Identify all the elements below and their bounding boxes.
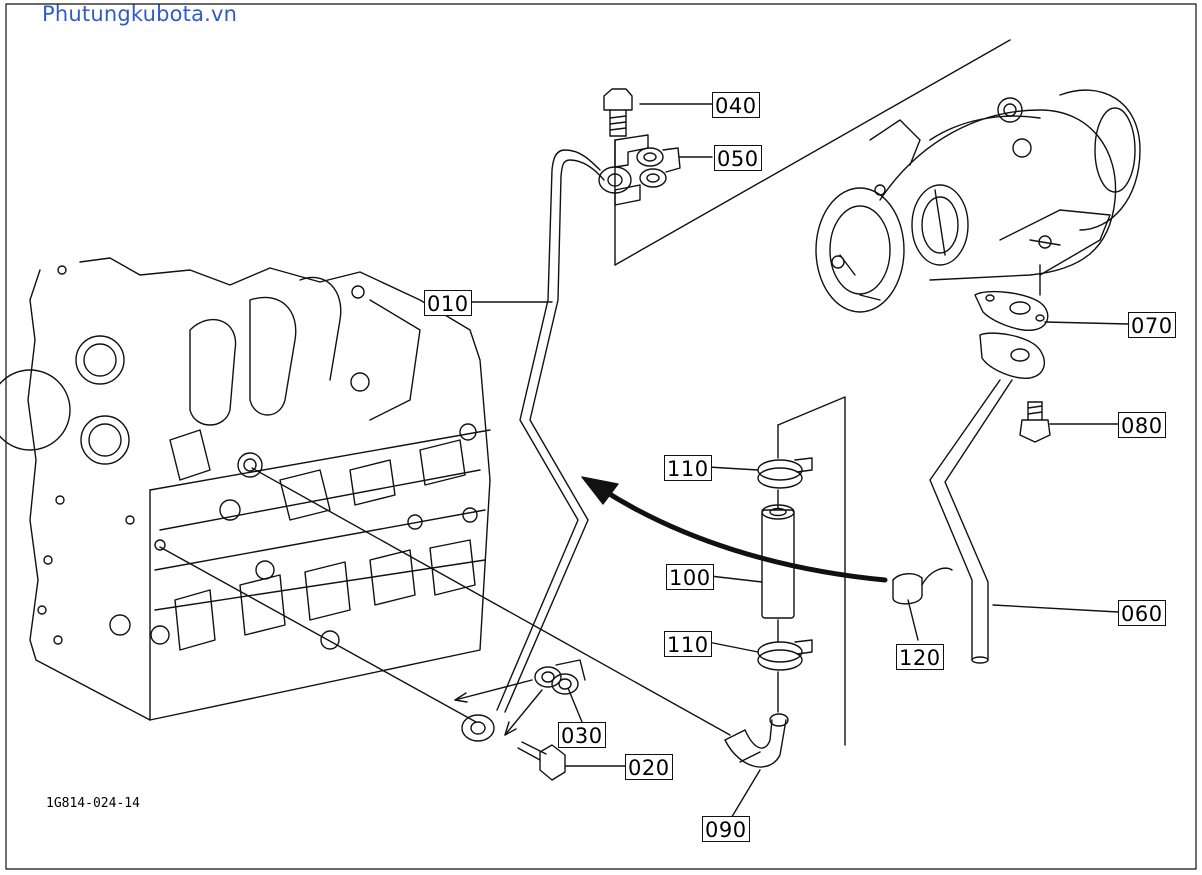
turbocharger-illustration: [614, 39, 1141, 313]
callout-100[interactable]: 100: [666, 564, 714, 590]
elbow-hose-090-illustration: [724, 713, 789, 768]
callout-080[interactable]: 080: [1118, 412, 1166, 438]
callout-060[interactable]: 060: [1118, 600, 1166, 626]
washers-030-illustration: [534, 659, 586, 695]
callout-110-upper[interactable]: 110: [664, 455, 712, 481]
oil-pipe-010-illustration: [461, 149, 632, 742]
callout-030[interactable]: 030: [558, 722, 606, 748]
bolt-020-illustration: [517, 741, 566, 781]
engine-block-illustration: [0, 257, 491, 721]
hose-clamp-110-lower-illustration: [757, 639, 813, 671]
drawing-code: 1G814-024-14: [46, 796, 140, 811]
callout-010[interactable]: 010: [424, 290, 472, 316]
oil-pipe-060-illustration: [929, 332, 1046, 664]
gasket-070-illustration: [974, 290, 1049, 331]
callout-090[interactable]: 090: [702, 816, 750, 842]
callout-050[interactable]: 050: [714, 145, 762, 171]
direction-arrow: [597, 485, 888, 583]
callout-110-lower[interactable]: 110: [664, 631, 712, 657]
callout-120[interactable]: 120: [896, 644, 944, 670]
washers-050-illustration: [614, 134, 681, 206]
bolt-080-illustration: [1019, 401, 1051, 443]
callout-020[interactable]: 020: [625, 754, 673, 780]
hose-clamp-110-upper-illustration: [757, 457, 813, 489]
clip-120-illustration: [892, 567, 953, 605]
bolt-040-illustration: [603, 88, 633, 137]
callout-070[interactable]: 070: [1128, 312, 1176, 338]
diagram-border: [5, 3, 1197, 870]
callout-040[interactable]: 040: [712, 92, 760, 118]
site-watermark: Phutungkubota.vn: [42, 2, 238, 26]
